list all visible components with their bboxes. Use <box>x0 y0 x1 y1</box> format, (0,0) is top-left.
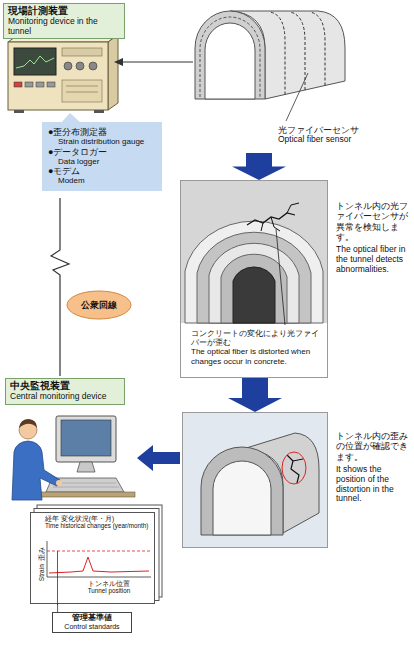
node-text: Strain distribution gauge <box>48 137 158 146</box>
control-standard-box: 管理基準値Control standards <box>52 612 132 633</box>
node-text: 公衆回線 <box>81 300 117 310</box>
node-text: ●歪分布測定器 <box>48 127 158 137</box>
sensor-tunnel: 光ファイバーセンサOptical fiber sensor <box>190 3 350 153</box>
node-text: トンネル位置 <box>67 580 151 587</box>
text-group: トンネル内の光ファイバーセンサが異常を検知します。 The optical fib… <box>336 201 409 275</box>
flow-connector <box>232 153 286 180</box>
text-group: コンクリートの変化により光ファイバーが歪むThe optical fiber i… <box>191 329 321 366</box>
operator-computer <box>12 416 135 500</box>
flow-arrow <box>137 445 180 471</box>
text-group: Strain 歪み <box>30 534 48 594</box>
detection-panel: トンネル内の光ファイバーセンサが異常を検知します。The optical fib… <box>180 180 328 378</box>
node-text: The optical fiber is distorted when chan… <box>191 347 321 365</box>
node-text: トンネル内の光ファイバーセンサが異常を検知します。 <box>336 201 409 242</box>
text-group: トンネル内の歪みの位置が確認できます。It shows the position… <box>336 431 410 504</box>
measuring-device <box>8 35 118 113</box>
node-text: Optical fiber sensor <box>278 135 350 145</box>
flow-connector <box>228 378 282 412</box>
node-text: 管理基準値 <box>55 614 129 623</box>
equipment-list: ●歪分布測定器Strain distribution gauge●データロガーD… <box>42 122 162 191</box>
node-text: 現場計測装置 <box>8 6 120 17</box>
node-text: It shows the position of the distortion … <box>336 465 410 504</box>
node-text: The optical fiber in the tunnel detects … <box>336 245 409 274</box>
node-text: 光ファイバーセンサ <box>278 125 350 135</box>
text-group: 経年 変化状況(年・月)Time historical changes (yea… <box>45 515 153 530</box>
text-group: トンネル位置Tunnel position <box>67 580 151 595</box>
node-text: ●モデム <box>48 166 158 176</box>
node-text: 経年 変化状況(年・月) <box>45 515 153 522</box>
result-panel: トンネル内の歪みの位置が確認できます。It shows the position… <box>182 412 328 548</box>
node-text: Monitoring device in the tunnel <box>8 17 120 37</box>
signal-arrow <box>122 61 193 62</box>
node-text: Time historical changes (year/month) <box>45 522 153 529</box>
node-text: コンクリートの変化により光ファイバーが歪む <box>191 329 321 347</box>
node-text: ●データロガー <box>48 147 158 157</box>
header-box: 現場計測装置Monitoring device in the tunnel <box>3 3 125 39</box>
node-text: 歪み <box>38 547 45 561</box>
public-line-ellipse: 公衆回線 <box>66 290 132 320</box>
arrow-head <box>114 58 123 66</box>
node-text: Strain <box>38 564 45 581</box>
flow-connector <box>57 604 58 612</box>
node-text: Control standards <box>55 623 129 631</box>
node-text: Data logger <box>48 157 158 166</box>
node-text: Modem <box>48 176 158 185</box>
node-text: Central monitoring device <box>10 392 120 402</box>
public-line-wire <box>51 198 69 376</box>
node-text: トンネル内の歪みの位置が確認できます。 <box>336 431 410 462</box>
node-illustration <box>183 413 327 547</box>
strain-chart: 経年 変化状況(年・月)Time historical changes (yea… <box>30 512 155 604</box>
text-group: 光ファイバーセンサOptical fiber sensor <box>278 125 350 145</box>
node-text: Tunnel position <box>67 587 151 594</box>
node-text: 中央監視装置 <box>10 381 120 392</box>
header-box: 中央監視装置Central monitoring device <box>5 378 125 405</box>
